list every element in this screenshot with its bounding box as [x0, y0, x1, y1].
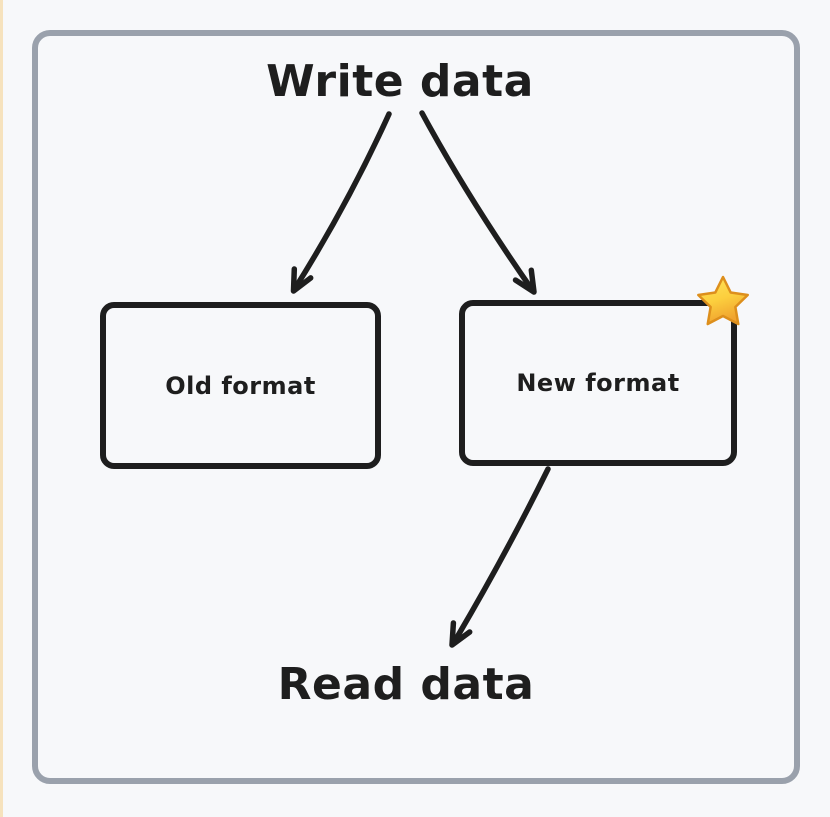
new-format-node: New format	[459, 300, 737, 466]
star-icon	[697, 275, 749, 326]
write-data-label: Write data	[266, 56, 534, 107]
old-format-node: Old format	[100, 302, 381, 469]
read-data-label: Read data	[277, 659, 535, 710]
new-format-label: New format	[516, 369, 680, 397]
left-edge-accent	[0, 0, 3, 817]
old-format-label: Old format	[165, 371, 316, 400]
diagram-frame	[32, 30, 800, 784]
